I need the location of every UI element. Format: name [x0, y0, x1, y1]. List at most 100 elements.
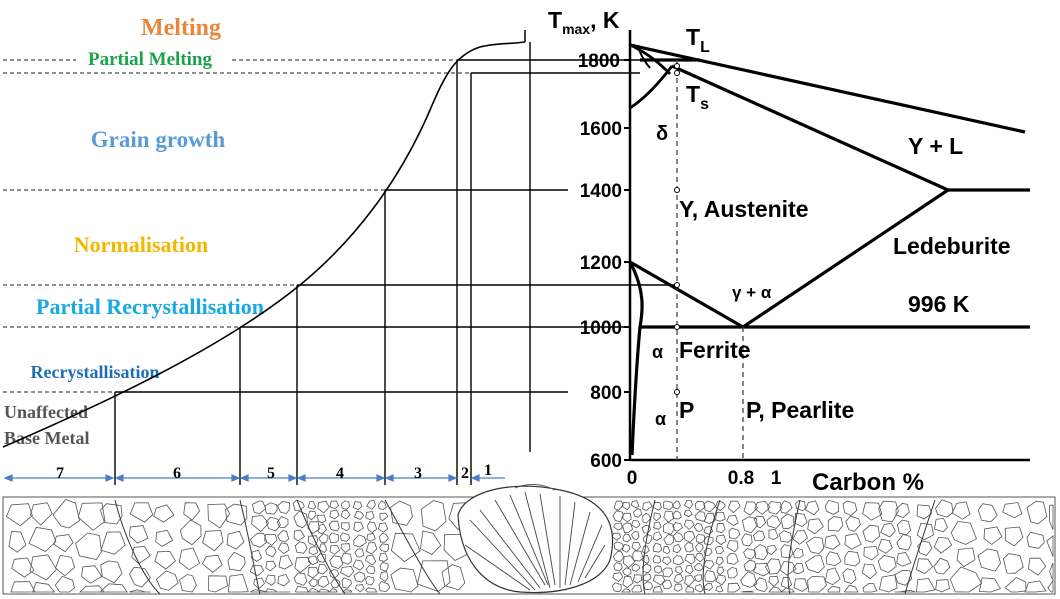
grain: [340, 500, 350, 510]
grain: [252, 500, 267, 515]
label-recrystallisation: Recrystallisation: [31, 362, 160, 382]
grain: [129, 566, 151, 588]
grain: [704, 582, 713, 591]
grain: [307, 555, 319, 566]
grain: [353, 571, 366, 583]
grain: [278, 554, 293, 570]
grain: [420, 530, 442, 555]
grain: [779, 587, 796, 593]
y-tick-800: 800: [590, 383, 622, 404]
grain: [805, 536, 825, 555]
grain: [55, 554, 76, 577]
grain: [340, 509, 351, 520]
grain: [693, 562, 704, 572]
grain: [727, 582, 741, 593]
grain: [703, 512, 716, 524]
grain: [728, 527, 741, 540]
grain: [330, 578, 341, 589]
grain: [652, 555, 662, 564]
zone-numbers: 7 6 5 4 3 2 1: [56, 462, 492, 482]
grain: [100, 583, 128, 593]
zone-number-5: 5: [267, 465, 275, 482]
grain: [779, 500, 793, 514]
projection-lines: [114, 42, 677, 485]
grain: [824, 567, 841, 586]
grain: [329, 544, 341, 555]
grain: [183, 502, 201, 521]
grain: [329, 569, 340, 579]
grain: [652, 585, 664, 593]
y-tick-1800: 1800: [578, 51, 620, 72]
grain: [208, 575, 229, 593]
grain: [622, 567, 632, 577]
grain: [632, 508, 643, 518]
grain: [933, 536, 953, 554]
grain: [355, 584, 365, 593]
grain: [663, 545, 671, 555]
grain: [983, 526, 1003, 545]
grain: [642, 501, 653, 511]
grain: [694, 584, 704, 593]
grain: [340, 543, 351, 554]
grain: [915, 558, 934, 574]
grain: [716, 566, 724, 576]
grain: [1046, 535, 1054, 557]
grain: [825, 551, 842, 567]
grain: [842, 568, 857, 584]
grain: [653, 565, 663, 574]
grain: [226, 530, 245, 550]
grain: [249, 565, 265, 577]
grain: [378, 522, 389, 533]
grain: [341, 589, 353, 593]
grain: [201, 554, 223, 573]
grain: [768, 575, 780, 587]
label-ts: Ts: [686, 81, 709, 113]
grain: [329, 509, 340, 520]
grain: [933, 557, 951, 575]
grain: [915, 578, 936, 593]
grain: [340, 552, 353, 565]
label-melting: Melting: [141, 15, 221, 41]
grain: [662, 556, 672, 566]
grain: [743, 501, 758, 516]
grain: [877, 554, 897, 573]
grain: [935, 499, 954, 518]
grain: [741, 533, 753, 547]
grain: [307, 521, 320, 535]
grain: [227, 573, 249, 593]
label-grain-growth: Grain growth: [91, 127, 226, 152]
grain: [978, 577, 1001, 593]
grain: [613, 500, 624, 511]
grain: [340, 532, 351, 542]
grain: [318, 533, 329, 544]
grain: [317, 500, 330, 514]
grain: [329, 500, 340, 510]
grain: [766, 515, 782, 529]
grain: [684, 542, 694, 553]
grain: [716, 522, 726, 534]
grain: [683, 509, 693, 518]
zone-number-7: 7: [56, 465, 64, 482]
grain: [684, 553, 696, 565]
grain: [792, 530, 808, 545]
grain: [179, 519, 202, 546]
grain: [306, 587, 321, 593]
grain: [642, 533, 653, 545]
grain: [641, 545, 650, 554]
grain: [317, 514, 327, 524]
label-base-metal: Base Metal: [4, 428, 89, 448]
grain: [352, 559, 365, 571]
grain: [352, 501, 363, 511]
grain: [683, 519, 695, 531]
grain: [641, 555, 650, 565]
grain: [916, 522, 934, 541]
grain: [353, 521, 364, 533]
grain: [715, 584, 724, 593]
grain: [653, 512, 662, 522]
grain: [390, 532, 421, 563]
grain: [308, 546, 319, 556]
phase-boundaries: [628, 43, 1030, 456]
grain: [154, 550, 176, 570]
label-ledeburite: Ledeburite: [893, 233, 1011, 259]
grain: [613, 522, 623, 531]
